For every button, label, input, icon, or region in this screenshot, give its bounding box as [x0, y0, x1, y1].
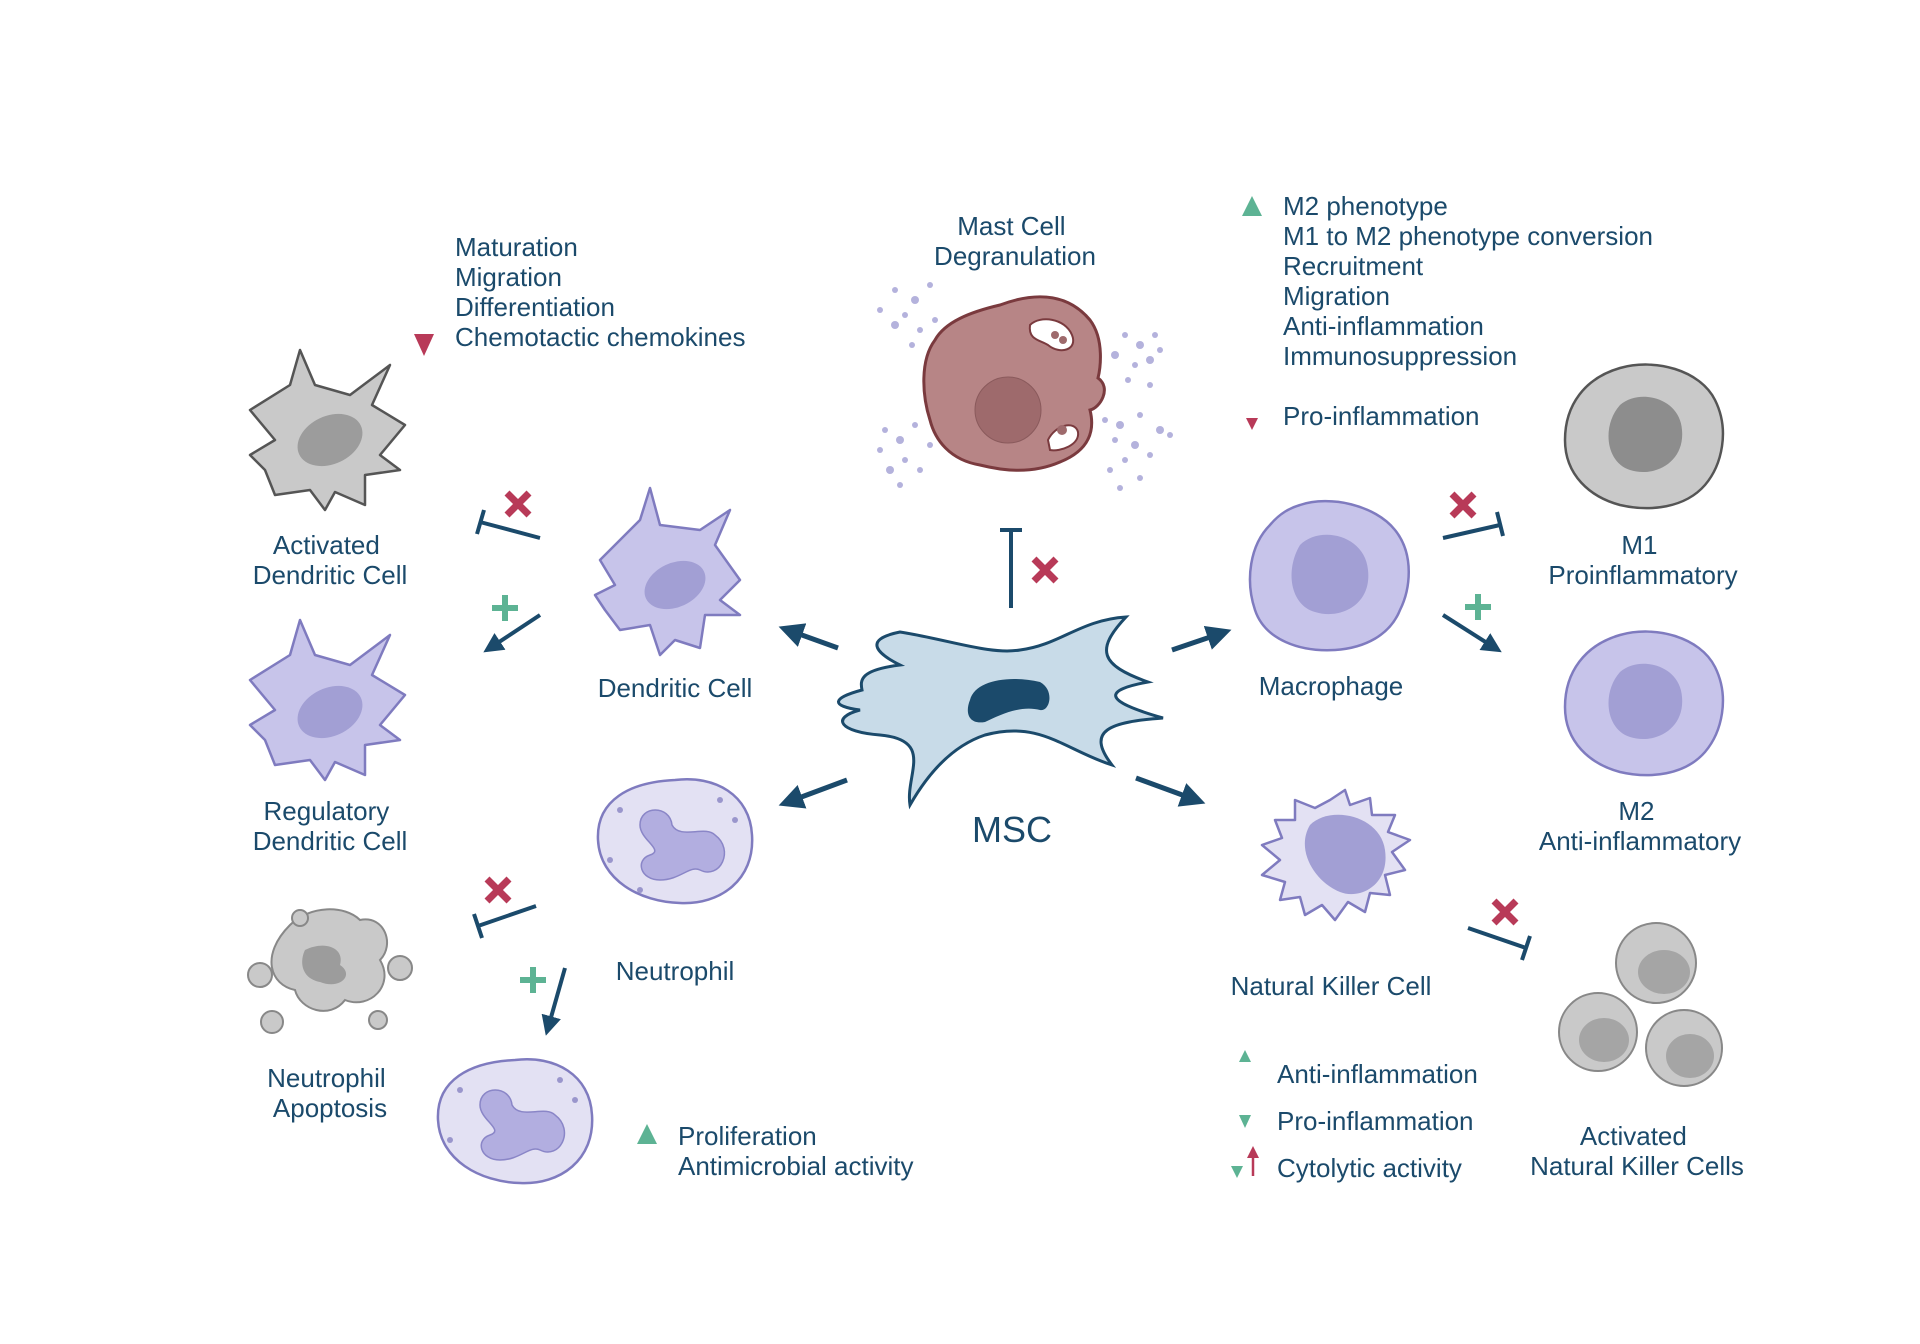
effect-item: M2 phenotype — [1283, 191, 1448, 221]
m2-nucleus — [1608, 663, 1683, 740]
down-arrowhead — [414, 334, 434, 356]
up-arrowhead — [1247, 1146, 1259, 1158]
mast-cell — [877, 282, 1173, 491]
cross-icon — [484, 876, 512, 904]
nk-label: Natural Killer Cell — [1231, 971, 1432, 1001]
arrow-promote-m2 — [1441, 613, 1502, 653]
inhibit-activated-dc — [475, 509, 541, 540]
effect-item: Pro-inflammation — [1283, 401, 1480, 431]
msc-label: MSC — [972, 809, 1052, 850]
cross-icon — [1449, 491, 1477, 519]
effect-item: Migration — [455, 262, 562, 292]
regulatory-dc-nucleus — [297, 685, 363, 739]
neutrophil-nucleus — [639, 809, 726, 881]
effect-item: Recruitment — [1283, 251, 1424, 281]
effect-item: Anti-inflammation — [1277, 1059, 1478, 1089]
mast-cell-label: Mast Cell Degranulation — [934, 211, 1096, 271]
neutrophil-effects-up-list: Proliferation Antimicrobial activity — [678, 1121, 914, 1181]
m1-macrophage-cell — [1563, 363, 1725, 510]
arrow-msc-to-dendritic — [778, 623, 839, 651]
dendritic-cell-label: Dendritic Cell — [598, 673, 753, 703]
granule-cloud-right — [1102, 332, 1173, 491]
arrow-promote-neutrophil — [541, 967, 567, 1036]
activated-nk-label: Activated Natural Killer Cells — [1530, 1121, 1744, 1181]
dendritic-cell — [593, 486, 742, 657]
arrow-msc-to-nk — [1135, 775, 1206, 807]
effect-item: Proliferation — [678, 1121, 817, 1151]
effect-item: Anti-inflammation — [1283, 311, 1484, 341]
m1-label: M1 Proinflammatory — [1548, 530, 1737, 590]
activated-nk-cells — [1558, 922, 1723, 1087]
arrow-promote-regulatory-dc — [483, 613, 542, 653]
effect-item: Antimicrobial activity — [678, 1151, 914, 1181]
nk-cell — [1260, 788, 1412, 922]
nk-nucleus — [1304, 814, 1386, 895]
cross-icon — [504, 490, 532, 518]
neutrophil-cell — [596, 778, 754, 905]
inhibit-mast-cell — [1000, 528, 1022, 608]
macrophage-effects-down-list: Pro-inflammation — [1283, 401, 1480, 431]
effect-item: Cytolytic activity — [1277, 1153, 1462, 1183]
activated-dc-label: Activated Dendritic Cell — [253, 530, 408, 590]
m1-nucleus — [1608, 396, 1683, 473]
m2-label: M2 Anti-inflammatory — [1539, 796, 1741, 856]
regulatory-dc-label: Regulatory Dendritic Cell — [253, 796, 408, 856]
plus-icon — [1465, 594, 1491, 620]
up-arrowhead — [1242, 196, 1262, 216]
down-arrowhead — [1246, 418, 1258, 430]
granule-cloud-left — [877, 282, 938, 488]
msc-cell — [837, 615, 1164, 810]
effect-item: Pro-inflammation — [1277, 1106, 1474, 1136]
plus-icon — [492, 595, 518, 621]
effect-item: Maturation — [455, 232, 578, 262]
inhibit-activated-nk — [1467, 926, 1532, 961]
macrophage-cell — [1248, 499, 1410, 652]
dendritic-effects-list: Maturation Migration Differentiation Che… — [455, 232, 745, 352]
effect-item: Chemotactic chemokines — [455, 322, 746, 352]
plus-icon — [520, 967, 546, 993]
cross-icon — [1031, 556, 1059, 584]
neutrophil-apoptosis-label: Neutrophil Apoptosis — [267, 1063, 393, 1123]
effect-item: Immunosuppression — [1283, 341, 1518, 371]
inhibit-m1 — [1442, 511, 1505, 540]
activated-dc-nucleus — [297, 413, 363, 467]
cross-icon — [1491, 898, 1519, 926]
down-arrowhead — [1231, 1166, 1243, 1178]
macrophage-effects-up-list: M2 phenotype M1 to M2 phenotype conversi… — [1283, 191, 1653, 371]
msc-nucleus — [967, 679, 1050, 723]
m2-macrophage-cell — [1563, 630, 1725, 777]
neutrophil-label: Neutrophil — [616, 956, 735, 986]
inhibit-neutrophil-apoptosis — [472, 904, 537, 939]
nk-effects-list: Anti-inflammation Pro-inflammation Cytol… — [1277, 1051, 1478, 1192]
neutrophil-apoptosis-cell — [247, 908, 413, 1034]
macrophage-label: Macrophage — [1259, 671, 1404, 701]
mast-nucleus — [974, 376, 1042, 444]
regulatory-dendritic-cell — [248, 618, 407, 782]
macrophage-nucleus — [1291, 534, 1369, 615]
activated-neutrophil-cell — [436, 1058, 594, 1185]
arrow-msc-to-neutrophil — [778, 777, 848, 809]
activated-dendritic-cell — [248, 348, 407, 512]
effect-item: M1 to M2 phenotype conversion — [1283, 221, 1653, 251]
dendritic-nucleus — [644, 560, 706, 610]
effect-item: Migration — [1283, 281, 1390, 311]
up-arrowhead — [1239, 1050, 1251, 1062]
up-arrowhead — [637, 1124, 657, 1144]
arrow-msc-to-macrophage — [1171, 625, 1232, 653]
effect-item: Differentiation — [455, 292, 615, 322]
down-arrowhead — [1239, 1115, 1251, 1128]
